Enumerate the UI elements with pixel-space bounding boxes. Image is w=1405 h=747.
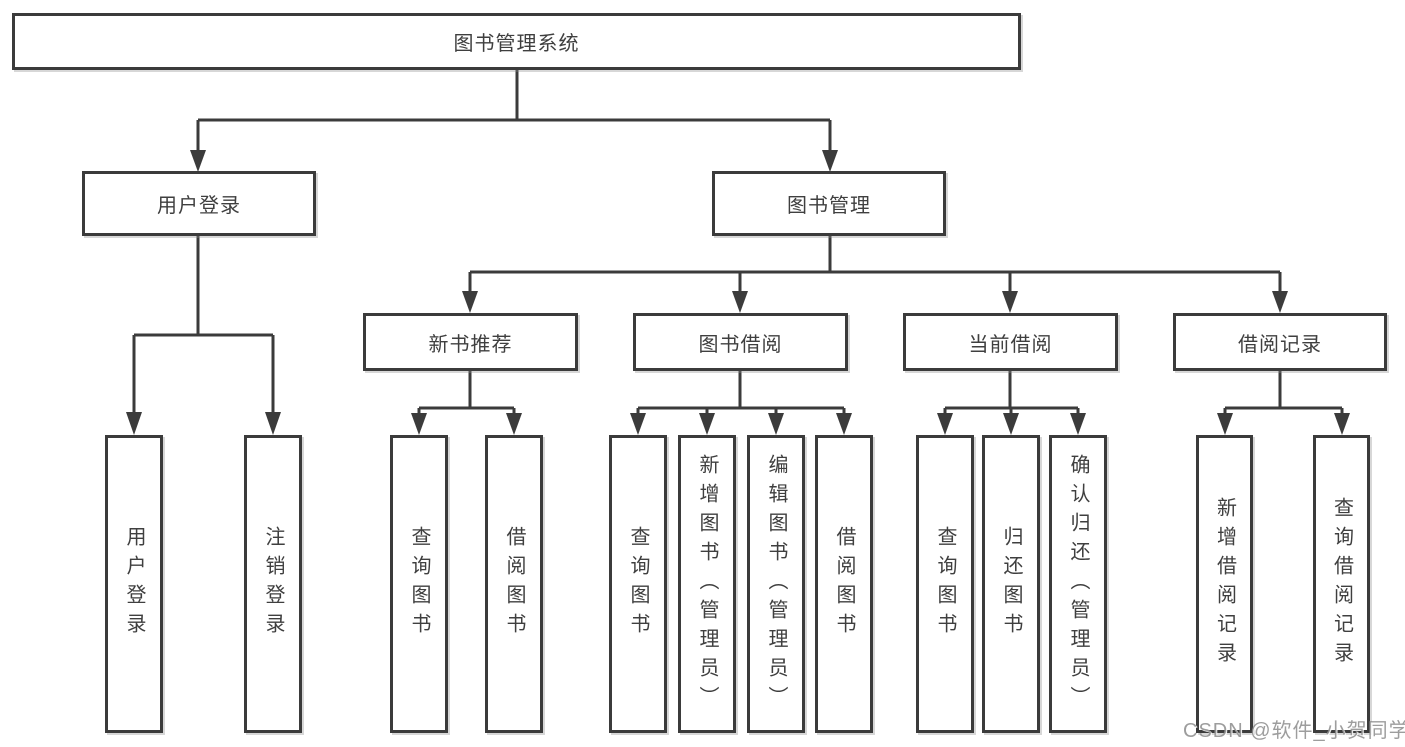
leaf-return-books-label: 归还图书: [1000, 526, 1022, 642]
connector-user-login-children: [126, 236, 281, 435]
arrow-down-icon: [506, 413, 522, 435]
node-root: 图书管理系统: [12, 13, 1021, 70]
arrow-down-icon: [1272, 291, 1288, 313]
leaf-borrow-books-borrowing-label: 借阅图书: [833, 526, 855, 642]
leaf-edit-books-admin-label: 编辑图书（管理员）: [765, 453, 787, 715]
arrow-down-icon: [265, 412, 281, 435]
new-book-recommend-label: 新书推荐: [428, 333, 513, 356]
leaf-logout: 注销登录: [244, 435, 302, 733]
leaf-query-books-current-label: 查询图书: [934, 526, 956, 642]
connector-new-book-recommend-children: [411, 371, 522, 435]
leaf-borrow-books-borrowing: 借阅图书: [815, 435, 873, 733]
arrow-down-icon: [768, 413, 784, 435]
connector-borrow-records-children: [1217, 371, 1350, 435]
leaf-query-borrow-record: 查询借阅记录: [1313, 435, 1370, 733]
node-book-borrowing: 图书借阅: [633, 313, 848, 371]
user-login-label: 用户登录: [157, 195, 241, 217]
connector-current-borrowing-children: [937, 371, 1086, 435]
arrow-down-icon: [1002, 291, 1018, 313]
connector-root-to-level2: [190, 70, 838, 172]
leaf-query-books-recommend-label: 查询图书: [408, 526, 430, 642]
arrow-down-icon: [411, 413, 427, 435]
arrow-down-icon: [462, 291, 478, 313]
leaf-add-books-admin-label: 新增图书（管理员）: [696, 453, 718, 715]
leaf-confirm-return-admin: 确认归还（管理员）: [1049, 435, 1107, 733]
leaf-borrow-books-recommend: 借阅图书: [485, 435, 543, 733]
arrow-down-icon: [630, 413, 646, 435]
arrow-down-icon: [1003, 413, 1019, 435]
connector-book-management-children: [462, 236, 1288, 313]
node-current-borrowing: 当前借阅: [903, 313, 1118, 371]
leaf-return-books: 归还图书: [982, 435, 1040, 733]
leaf-add-borrow-record-label: 新增借阅记录: [1213, 497, 1236, 671]
arrow-down-icon: [1217, 413, 1233, 435]
arrow-down-icon: [1070, 413, 1086, 435]
leaf-user-login: 用户登录: [105, 435, 163, 733]
connector-book-borrowing-children: [630, 371, 852, 435]
root-label: 图书管理系统: [453, 33, 580, 55]
book-management-label: 图书管理: [787, 195, 871, 217]
node-borrowing-records: 借阅记录: [1173, 313, 1387, 371]
leaf-confirm-return-admin-label: 确认归还（管理员）: [1067, 453, 1089, 715]
leaf-query-borrow-record-label: 查询借阅记录: [1330, 497, 1353, 671]
leaf-logout-label: 注销登录: [262, 526, 284, 642]
leaf-add-books-admin: 新增图书（管理员）: [678, 435, 736, 733]
arrow-down-icon: [732, 291, 748, 313]
node-user-login: 用户登录: [82, 171, 316, 236]
leaf-add-borrow-record: 新增借阅记录: [1196, 435, 1253, 733]
csdn-watermark: CSDN @软件_小贺同学: [1183, 720, 1405, 742]
leaf-user-login-label: 用户登录: [123, 526, 145, 642]
current-borrowing-label: 当前借阅: [968, 333, 1053, 356]
arrow-down-icon: [836, 413, 852, 435]
arrow-down-icon: [190, 150, 206, 172]
leaf-query-books-recommend: 查询图书: [390, 435, 448, 733]
arrow-down-icon: [699, 413, 715, 435]
leaf-query-books-borrowing-label: 查询图书: [627, 526, 649, 642]
leaf-borrow-books-recommend-label: 借阅图书: [503, 526, 525, 642]
arrow-down-icon: [126, 412, 142, 435]
book-borrowing-label: 图书借阅: [698, 333, 783, 356]
arrow-down-icon: [822, 150, 838, 172]
node-new-book-recommend: 新书推荐: [363, 313, 578, 371]
arrow-down-icon: [937, 413, 953, 435]
borrowing-records-label: 借阅记录: [1238, 333, 1322, 356]
leaf-query-books-current: 查询图书: [916, 435, 974, 733]
node-book-management: 图书管理: [712, 171, 946, 236]
arrow-down-icon: [1334, 413, 1350, 435]
leaf-edit-books-admin: 编辑图书（管理员）: [747, 435, 805, 733]
leaf-query-books-borrowing: 查询图书: [609, 435, 667, 733]
